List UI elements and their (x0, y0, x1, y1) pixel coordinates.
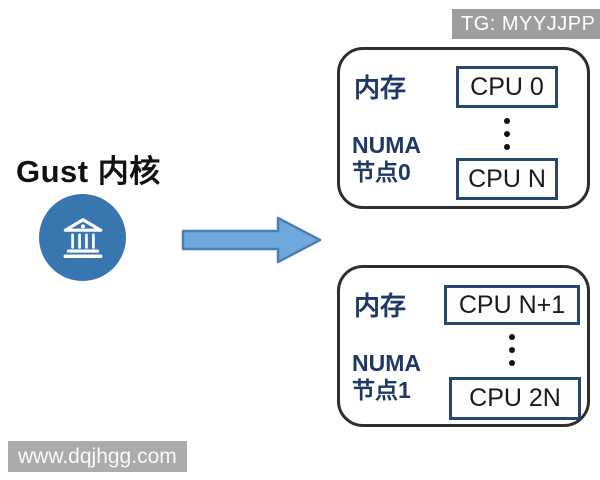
ellipsis-dots (456, 114, 558, 153)
site-watermark: www.dqjhgg.com (8, 441, 187, 472)
cpu-box-last: CPU N (456, 158, 558, 200)
right-arrow-icon (181, 216, 322, 264)
dot (509, 346, 515, 353)
dot (509, 359, 515, 366)
numa-node-0-label: NUMA 节点0 (352, 132, 421, 186)
numa-label-line2: 节点0 (352, 159, 411, 185)
numa-node-0: 内存 NUMA 节点0 CPU 0 CPU N (337, 47, 590, 209)
numa-label-line1: NUMA (352, 350, 421, 376)
dot (504, 130, 510, 137)
guest-kernel-label: Gust 内核 (16, 154, 161, 189)
dot (504, 117, 510, 124)
guest-kernel-avatar (39, 194, 126, 281)
cpu-box-first: CPU 0 (456, 66, 558, 108)
cpu-box-last: CPU 2N (449, 377, 581, 420)
ellipsis-dots (444, 330, 580, 369)
memory-label: 内存 (354, 73, 407, 103)
cpu-box-first: CPU N+1 (444, 285, 580, 325)
dot (504, 143, 510, 150)
numa-node-1-label: NUMA 节点1 (352, 350, 421, 404)
numa-label-line2: 节点1 (352, 377, 411, 403)
bank-icon (63, 217, 102, 258)
numa-label-line1: NUMA (352, 132, 421, 158)
tg-watermark-badge: TG: MYYJJPP (452, 9, 600, 39)
memory-label: 内存 (354, 291, 407, 321)
numa-node-1: 内存 NUMA 节点1 CPU N+1 CPU 2N (337, 265, 590, 427)
dot (509, 333, 515, 340)
